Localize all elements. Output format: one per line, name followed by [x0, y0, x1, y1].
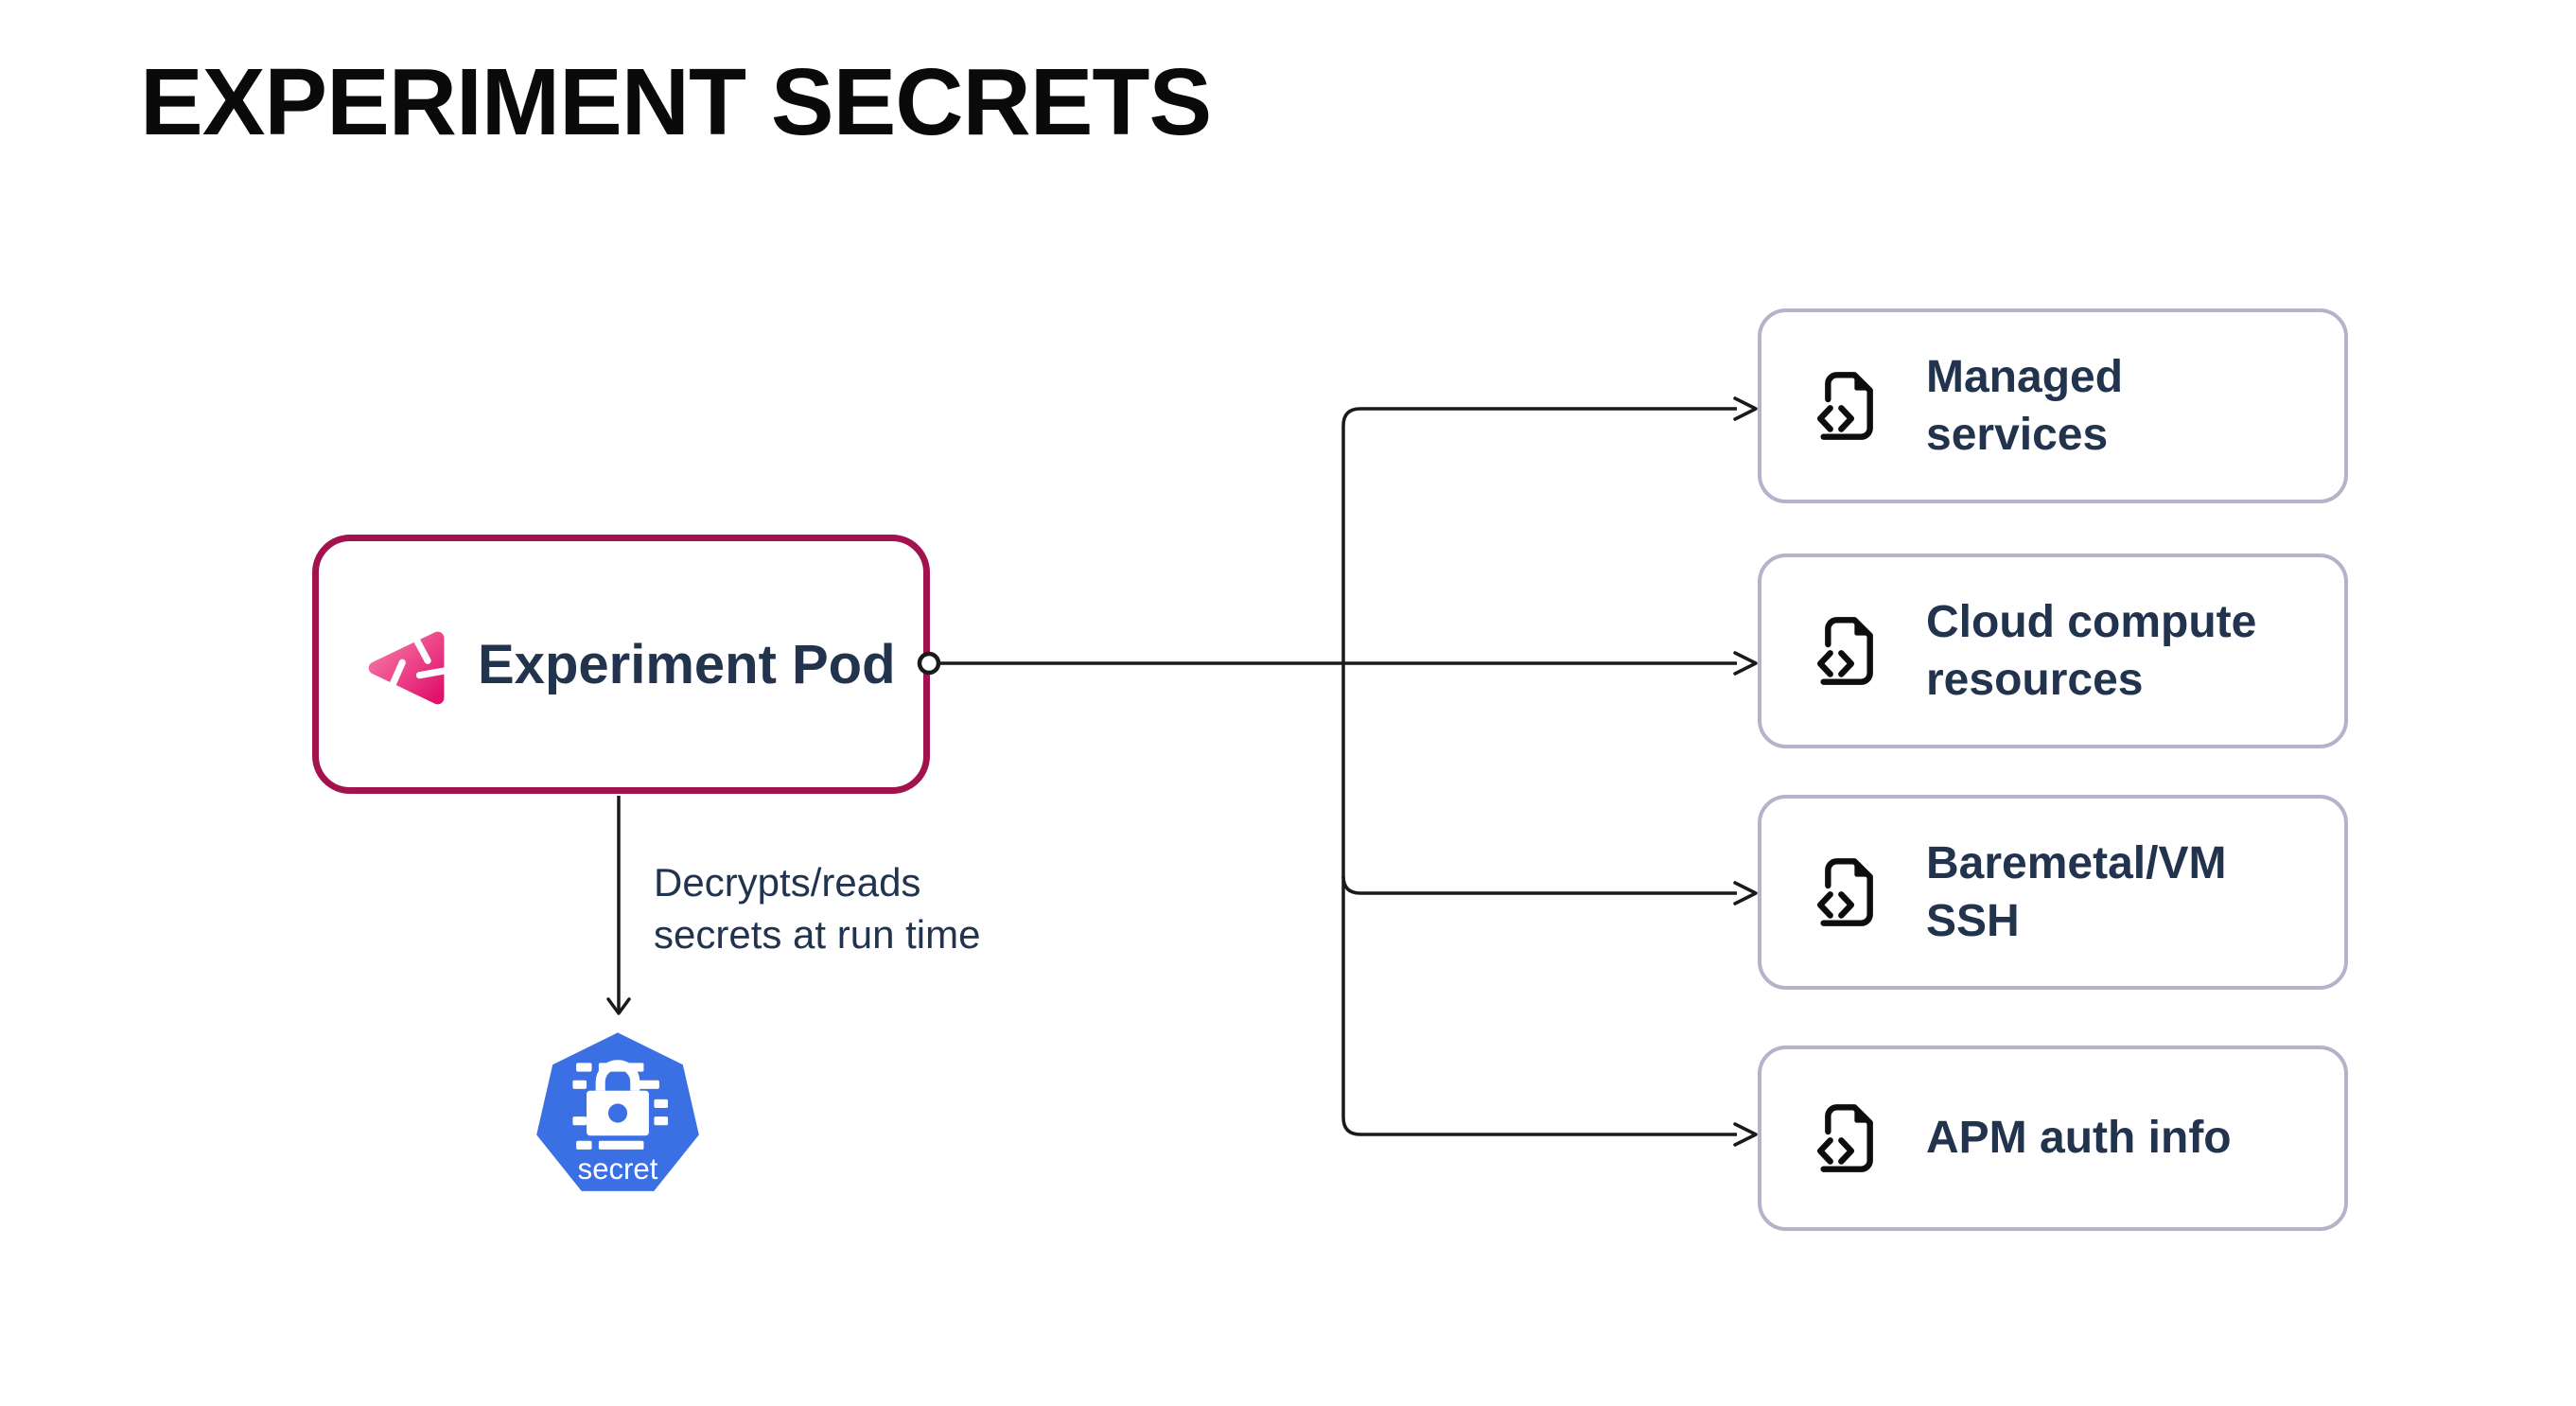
secret-node-label: secret — [578, 1152, 658, 1186]
target-node-cloud-compute: Cloud compute resources — [1758, 554, 2348, 748]
kubernetes-secret-heptagon-lock-icon: secret — [536, 1032, 699, 1191]
target-node-apm-auth-info: APM auth info — [1758, 1046, 2348, 1231]
page-title: EXPERIMENT SECRETS — [140, 49, 1212, 155]
experiment-pod-node: Experiment Pod — [312, 535, 930, 794]
target-label: APM auth info — [1926, 1113, 2232, 1164]
edge-annotation: Decrypts/reads secrets at run time — [654, 856, 980, 960]
file-code-icon — [1816, 1104, 1873, 1172]
litmus-chaos-icon — [368, 631, 448, 705]
target-label: Managed services — [1926, 351, 2124, 460]
target-node-baremetal-vm-ssh: Baremetal/VM SSH — [1758, 795, 2348, 990]
target-node-managed-services: Managed services — [1758, 308, 2348, 503]
target-label: Cloud compute resources — [1926, 596, 2257, 705]
file-code-icon — [1816, 617, 1873, 685]
target-label: Baremetal/VM SSH — [1926, 837, 2227, 946]
file-code-icon — [1816, 858, 1873, 926]
kubernetes-secret-node: secret — [528, 1027, 708, 1200]
edge-annotation-line2: secrets at run time — [654, 912, 981, 957]
edge-annotation-line1: Decrypts/reads — [654, 860, 921, 905]
file-code-icon — [1816, 372, 1873, 440]
experiment-pod-label: Experiment Pod — [478, 633, 896, 695]
